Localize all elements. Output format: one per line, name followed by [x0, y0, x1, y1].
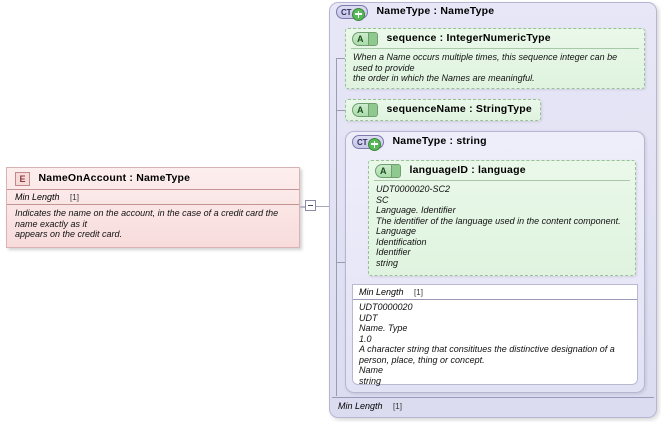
facet-cardinality: [1]: [414, 288, 423, 297]
complextype-inner-facets: Min Length [1] UDT0000020 UDT Name. Type…: [352, 284, 638, 386]
tree-spine-vertical: [336, 58, 337, 396]
collapse-minus-icon[interactable]: [305, 200, 316, 211]
attribute-card-sequence[interactable]: A sequence : IntegerNumericType When a N…: [345, 28, 645, 89]
element-title: NameOnAccount : NameType: [38, 172, 191, 185]
complextype-inner-title: NameType : string: [392, 135, 487, 148]
element-icon: E: [15, 172, 30, 186]
facet-label-min-length: Min Length: [359, 287, 404, 297]
element-facet-row: Min Length [1]: [7, 190, 299, 205]
complextype-outer-header: CT NameType : NameType: [336, 5, 495, 21]
facet-cardinality: [1]: [70, 193, 79, 202]
attribute-sequence-title: sequence : IntegerNumericType: [386, 32, 551, 45]
expand-plus-icon[interactable]: [368, 137, 381, 151]
complextype-expand-icon[interactable]: CT: [352, 135, 384, 151]
tree-branch-inner-complextype: [336, 262, 345, 263]
complextype-outer-facets: Min Length [1]: [332, 397, 654, 415]
attribute-card-languageid[interactable]: A languageID : language UDT0000020-SC2 S…: [368, 160, 636, 276]
expand-plus-icon[interactable]: [352, 7, 365, 21]
attribute-icon: A: [375, 164, 401, 178]
element-box-name-on-account[interactable]: E NameOnAccount : NameType Min Length [1…: [6, 167, 300, 248]
attribute-icon: A: [352, 32, 378, 46]
element-box-header: E NameOnAccount : NameType: [7, 168, 299, 190]
facet-label-min-length: Min Length: [15, 192, 60, 202]
attribute-sequencename-header: A sequenceName : StringType: [346, 100, 540, 119]
connector-line: [316, 206, 340, 207]
attribute-card-sequencename[interactable]: A sequenceName : StringType: [345, 99, 541, 121]
attribute-sequence-documentation: When a Name occurs multiple times, this …: [351, 48, 639, 88]
attribute-languageid-title: languageID : language: [409, 164, 526, 177]
facet-label-min-length: Min Length: [338, 401, 383, 411]
attribute-languageid-header: A languageID : language: [369, 161, 635, 180]
connector-stub: [300, 206, 308, 208]
tree-branch-sequencename: [336, 110, 345, 111]
attribute-sequencename-title: sequenceName : StringType: [386, 103, 532, 116]
complextype-inner-header: CT NameType : string: [352, 135, 487, 151]
complextype-outer-title: NameType : NameType: [376, 5, 495, 18]
element-documentation: Indicates the name on the account, in th…: [15, 208, 279, 239]
tree-branch-sequence: [336, 58, 345, 59]
facet-cardinality: [1]: [393, 402, 402, 411]
attribute-icon: A: [352, 103, 378, 117]
attribute-languageid-documentation: UDT0000020-SC2 SC Language. Identifier T…: [374, 180, 630, 272]
attribute-sequence-header: A sequence : IntegerNumericType: [346, 29, 644, 48]
complextype-expand-icon[interactable]: CT: [336, 5, 368, 21]
inner-facet-row: Min Length [1]: [353, 285, 637, 300]
complextype-inner-documentation: UDT0000020 UDT Name. Type 1.0 A characte…: [359, 302, 615, 386]
